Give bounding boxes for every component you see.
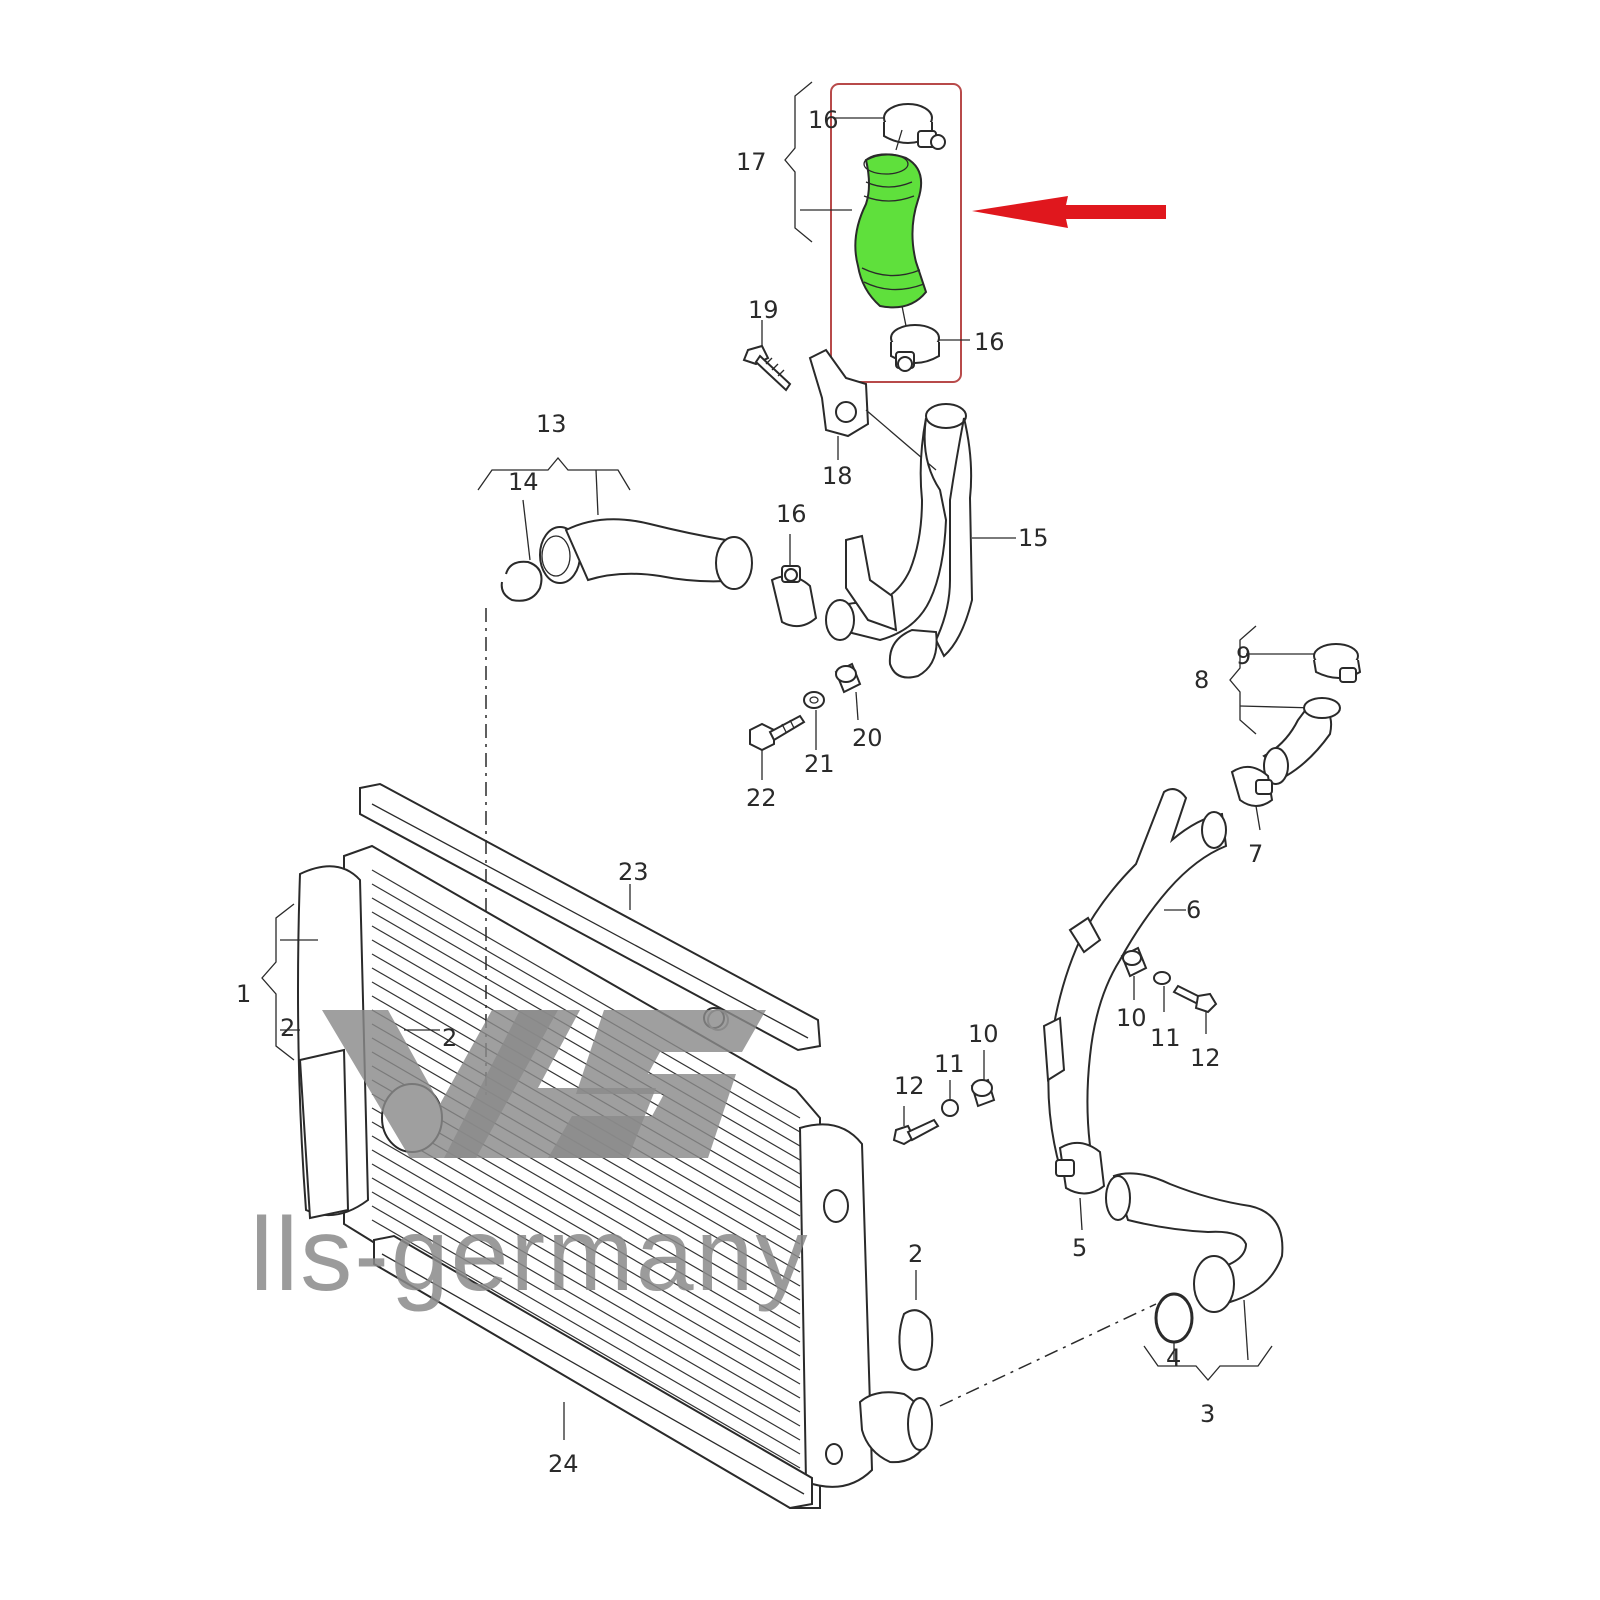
callout-13: 13: [536, 410, 567, 438]
callout-24: 24: [548, 1450, 579, 1478]
callout-4: 4: [1166, 1344, 1181, 1372]
callout-18: 18: [822, 462, 853, 490]
callout-20: 20: [852, 724, 883, 752]
callout-19: 19: [748, 296, 779, 324]
bolt-19: [742, 320, 792, 392]
callout-17: 17: [736, 148, 767, 176]
highlight-box-part-17: [830, 83, 962, 383]
sensor-18: [808, 348, 937, 471]
callout-12-right: 12: [1190, 1044, 1221, 1072]
callout-7: 7: [1248, 840, 1263, 868]
callout-6: 6: [1186, 896, 1201, 924]
pointer-arrow: [972, 196, 1166, 228]
bolt-12-left: [892, 1106, 940, 1146]
callout-3: 3: [1200, 1400, 1215, 1428]
callout-numbers: 16 17 16 19 18 13 14 16 15 9 8 22 21 20 …: [236, 106, 1263, 1478]
callout-23: 23: [618, 858, 649, 886]
callout-9: 9: [1236, 642, 1251, 670]
seal-2-lower: [898, 1270, 934, 1371]
washer-21: [803, 691, 825, 750]
callout-14: 14: [508, 468, 539, 496]
ring-4: [1154, 1292, 1194, 1344]
clamp-16-upper: [833, 103, 946, 150]
callout-15: 15: [1018, 524, 1049, 552]
callout-10-left: 10: [968, 1020, 999, 1048]
hose-8: [1262, 697, 1341, 785]
callout-5: 5: [1072, 1234, 1087, 1262]
callout-11-right: 11: [1150, 1024, 1181, 1052]
clamp-9: [1313, 643, 1362, 683]
callout-1: 1: [236, 980, 251, 1008]
callout-16-mid: 16: [974, 328, 1005, 356]
callout-12-left: 12: [894, 1072, 925, 1100]
pipe-6: [1042, 788, 1228, 1170]
clamp-7: [1230, 765, 1274, 831]
callout-16-low: 16: [776, 500, 807, 528]
watermark-text: lls-germany: [250, 1197, 809, 1313]
intercooler-core: [297, 844, 933, 1509]
clamp-5: [1055, 1141, 1106, 1231]
washer-11-left: [941, 1080, 959, 1117]
callout-2-a: 2: [280, 1014, 295, 1042]
charge-air-hose-part-17: [854, 129, 928, 327]
callout-11-left: 11: [934, 1050, 965, 1078]
clamp-16-middle: [890, 324, 970, 372]
lls-logo-mark: [322, 1009, 766, 1158]
deflector-24: [373, 1234, 813, 1510]
callout-21: 21: [804, 750, 835, 778]
bushing-10-left: [970, 1050, 996, 1108]
bolt-22: [749, 714, 806, 780]
hose-13: [539, 518, 753, 590]
clamp-16-lower: [770, 534, 818, 628]
callout-2-b: 2: [442, 1024, 457, 1052]
callout-10-right: 10: [1116, 1004, 1147, 1032]
charge-air-pipe-15: [825, 403, 1016, 679]
ring-14: [500, 560, 543, 602]
callout-2-c: 2: [908, 1240, 923, 1268]
deflector-23: [359, 782, 822, 1052]
washer-11-right: [1153, 971, 1171, 1012]
bolt-12-right: [1172, 984, 1218, 1034]
bushing-10-right: [1120, 946, 1148, 1000]
bushing-20: [834, 662, 862, 721]
callout-8: 8: [1194, 666, 1209, 694]
hose-3: [1105, 1172, 1284, 1313]
callout-16-top: 16: [808, 106, 839, 134]
callout-22: 22: [746, 784, 777, 812]
